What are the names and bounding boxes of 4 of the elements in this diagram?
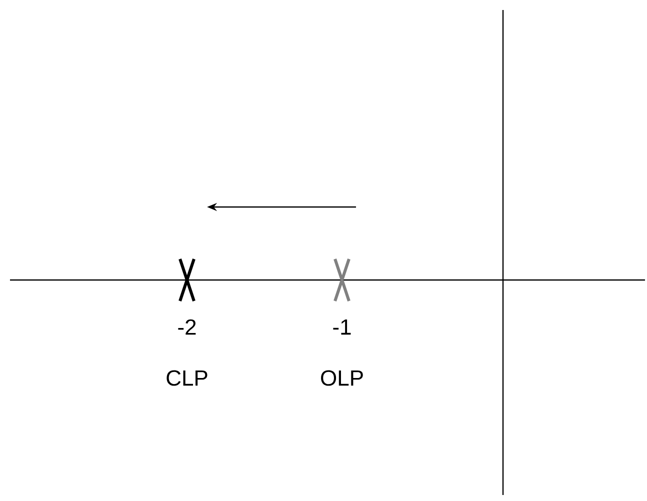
- axis-label: OLP: [321, 370, 363, 386]
- axis-label: CLP: [166, 370, 208, 386]
- axis-label: -1: [333, 319, 351, 335]
- axis-label: -2: [178, 319, 196, 335]
